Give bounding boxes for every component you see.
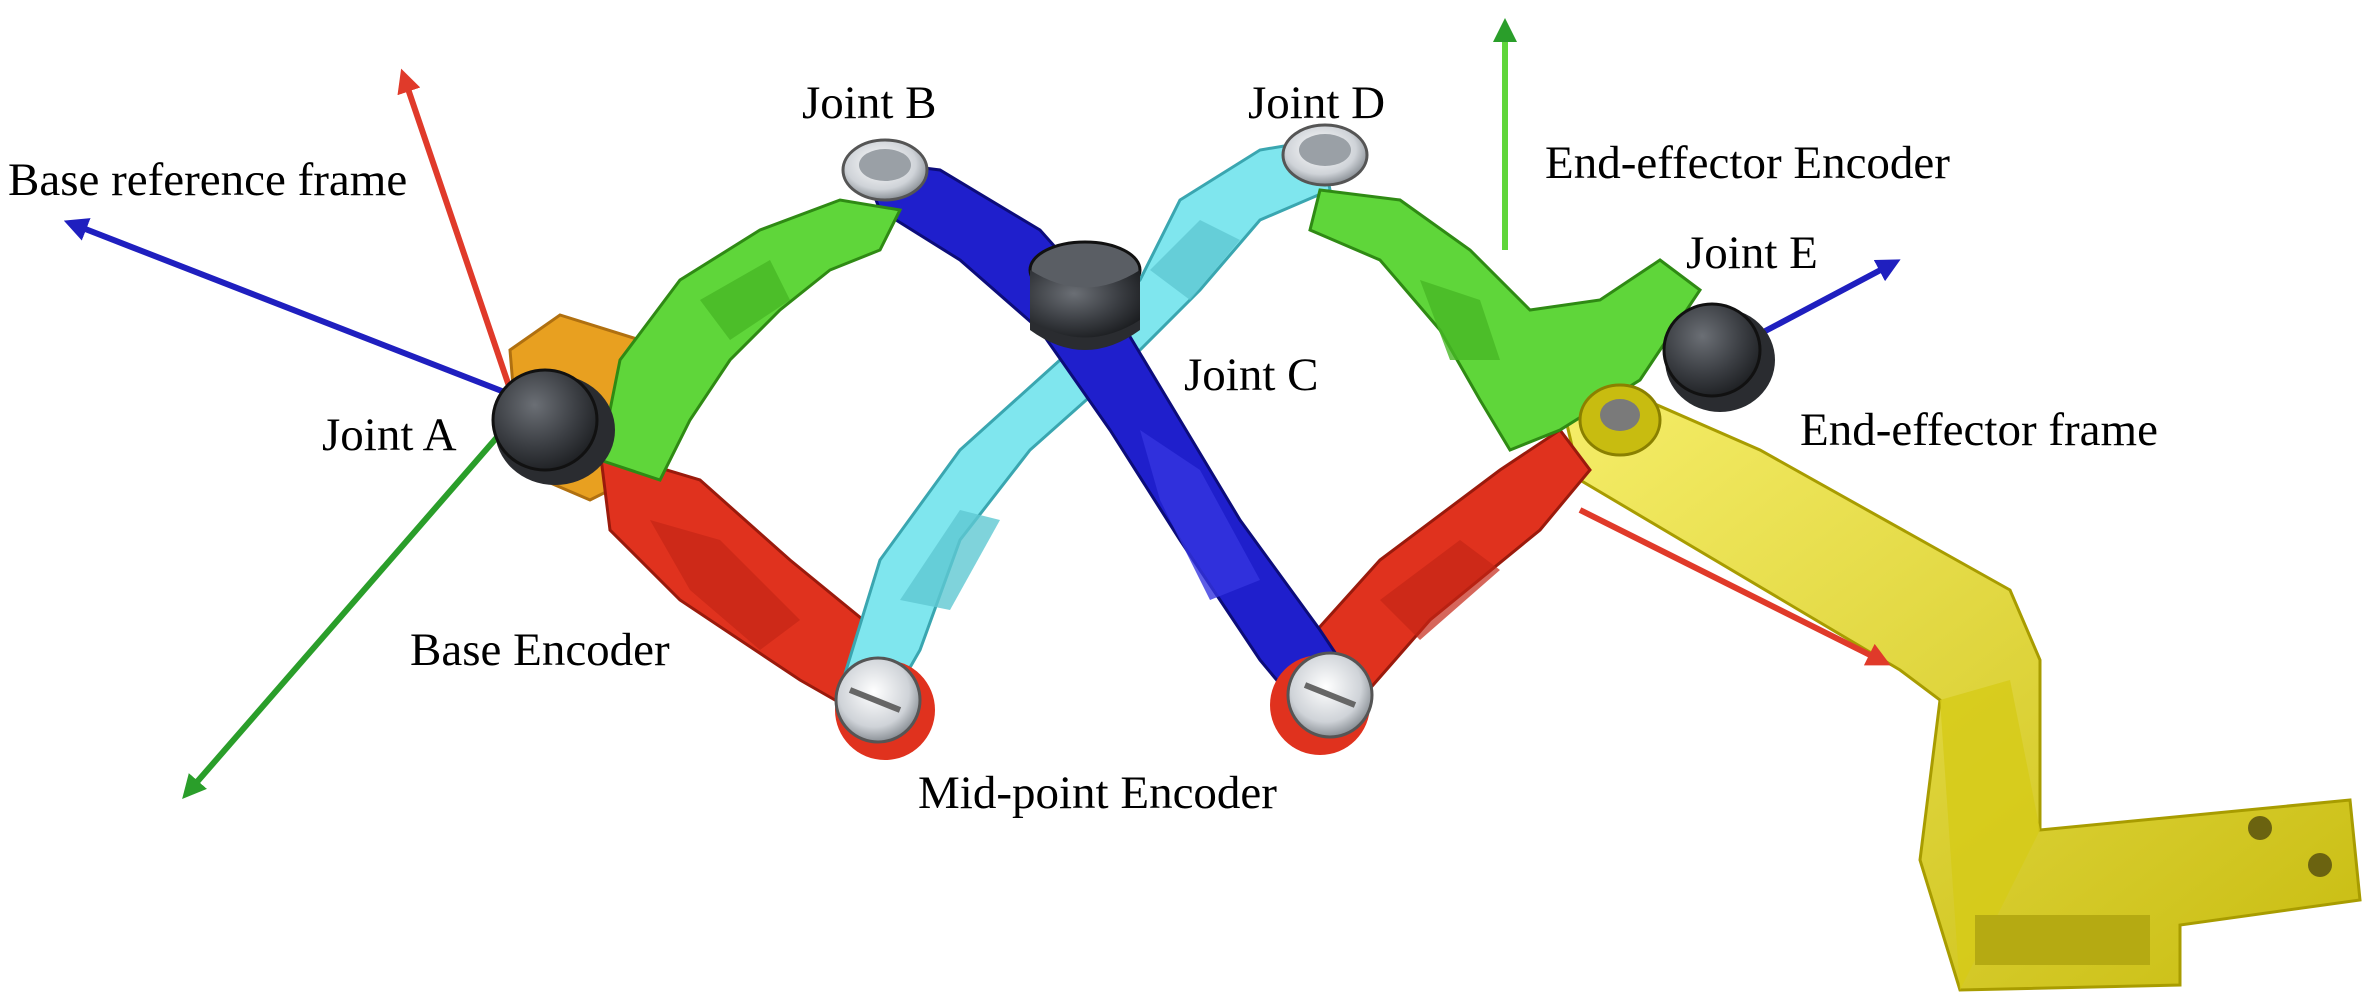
end-effector [1558,378,2362,992]
label-joint-d: Joint D [1248,77,1385,129]
base-axis-x [397,68,515,396]
label-joint-b: Joint B [802,77,937,129]
label-joint-c: Joint C [1184,349,1319,401]
pivot-screw-icon [834,656,935,760]
green-link-right [1308,188,1703,452]
label-joint-a: Joint A [322,409,457,461]
encoder-knob-icon [1578,383,1662,457]
mount-hole [2308,853,2332,877]
encoder-knob-icon [491,368,615,485]
pivot-screw-icon [841,138,929,202]
base-axis-z [63,218,514,398]
base-frame-axes [63,68,515,800]
label-mid-point-encoder: Mid-point Encoder [918,767,1277,819]
pivot-screw-icon [1281,123,1369,187]
ee-axis-x [1578,507,1891,666]
encoder-knob-icon [1662,302,1775,412]
base-axis-y [182,418,515,800]
encoder-knob-icon [1028,240,1142,350]
label-base-reference-frame: Base reference frame [8,154,407,206]
label-base-encoder: Base Encoder [410,624,670,676]
mount-hole [2248,816,2272,840]
label-end-effector-frame: End-effector frame [1800,404,2158,456]
green-link-left [598,198,903,482]
label-end-effector-encoder: End-effector Encoder [1545,137,1950,189]
pivot-screw-icon [1270,651,1374,755]
label-joint-e: Joint E [1686,227,1818,279]
